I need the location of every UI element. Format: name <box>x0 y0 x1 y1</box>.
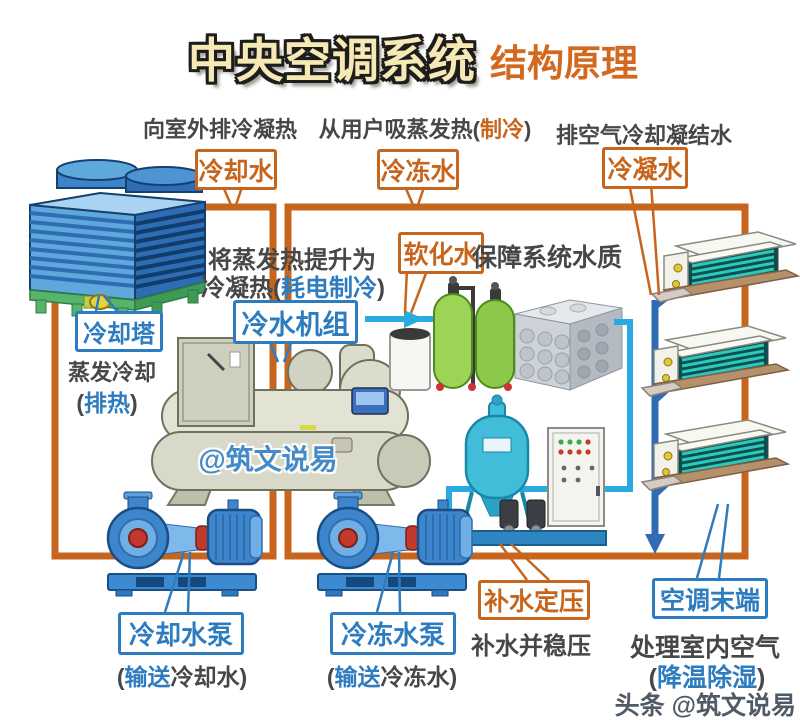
note-tower-line1: 蒸发冷却 <box>67 360 157 385</box>
note-tower-line2: (排热) <box>76 390 138 416</box>
note-chiller-line1: 将蒸发热提升为 <box>208 247 376 274</box>
label-cooling-pump: 冷却水泵 <box>118 612 244 655</box>
watermark-corner: 头条 @筑文说易 <box>614 692 796 720</box>
cooling-water-pump-illustration <box>106 490 264 598</box>
annotation-absorb-heat: 从用户吸蒸发热(制冷) <box>318 117 532 142</box>
fan-coil-unit-1 <box>650 230 800 304</box>
note-cooling-pump: (输送冷却水) <box>116 664 248 690</box>
watermark-center: @筑文说易 <box>198 444 338 475</box>
annotation-reject-heat: 向室外排冷凝热 <box>142 117 298 142</box>
chiller-illustration <box>151 337 431 506</box>
note-water-quality: 保障系统水质 <box>471 244 623 272</box>
annotation-condensate: 排空气冷却凝结水 <box>555 123 733 148</box>
title-sub: 结构原理 <box>490 43 638 84</box>
callout-pointers <box>94 182 730 613</box>
page-title: 中央空调系统 结构原理 <box>188 22 638 91</box>
condensate-pipe <box>645 293 671 554</box>
label-cooling-water: 冷却水 <box>195 149 277 190</box>
label-makeup-unit: 补水定压 <box>478 580 590 620</box>
label-softened-water: 软化水 <box>398 232 484 274</box>
note-makeup: 补水并稳压 <box>471 633 591 660</box>
label-chilled-pump: 冷冻水泵 <box>330 612 456 655</box>
note-chiller-line2: 冷凝热(耗电制冷) <box>201 275 385 302</box>
label-condensate-water: 冷凝水 <box>602 147 688 189</box>
cooling-tower-illustration <box>29 159 206 320</box>
water-tank-illustration <box>514 299 623 391</box>
water-softener-illustration <box>389 276 515 391</box>
label-chiller: 冷水机组 <box>233 300 358 344</box>
makeup-pressure-unit-illustration <box>449 394 607 546</box>
note-terminal-line2: (降温除湿) <box>648 664 766 692</box>
note-chilled-pump: (输送冷冻水) <box>326 664 458 690</box>
label-ac-terminal: 空调末端 <box>652 578 768 619</box>
cooling-water-pipe-loop <box>51 203 277 560</box>
title-main: 中央空调系统 <box>188 34 476 87</box>
fan-coil-unit-3 <box>640 418 790 492</box>
label-cooling-tower: 冷却塔 <box>75 311 163 352</box>
note-terminal-line1: 处理室内空气 <box>629 634 781 662</box>
fan-coil-unit-2 <box>640 324 790 398</box>
label-chilled-water: 冷冻水 <box>377 149 459 190</box>
